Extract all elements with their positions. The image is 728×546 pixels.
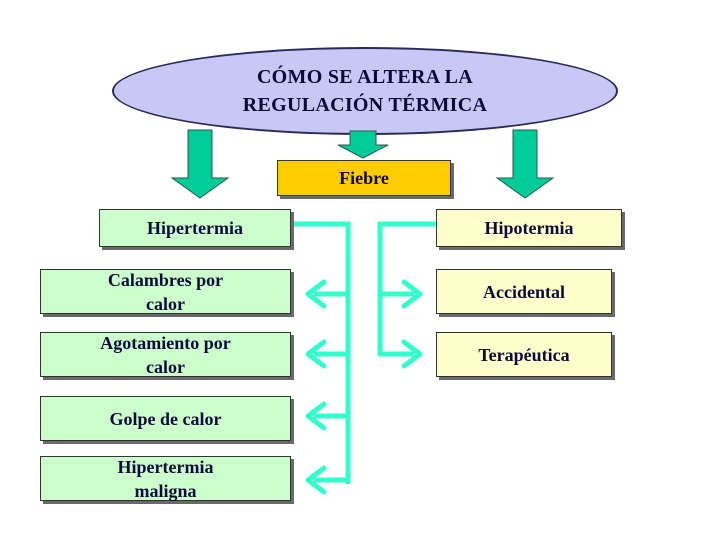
calambres-label: Calambres por calor xyxy=(107,269,224,314)
arrow-down-right-icon xyxy=(495,129,555,199)
accidental-box: Accidental xyxy=(436,269,612,314)
golpe-de-calor-box: Golpe de calor xyxy=(40,396,291,441)
right-chevrons xyxy=(401,279,423,369)
terapeutica-label: Terapéutica xyxy=(478,344,570,365)
arrow-down-left-icon xyxy=(170,129,230,199)
diagram-title: CÓMO SE ALTERA LA REGULACIÓN TÉRMICA xyxy=(242,66,488,116)
terapeutica-box: Terapéutica xyxy=(436,332,612,377)
title-ellipse: CÓMO SE ALTERA LA REGULACIÓN TÉRMICA xyxy=(112,47,618,135)
hipotermia-header-label: Hipotermia xyxy=(484,218,574,238)
chevron-left-icon xyxy=(305,465,327,495)
fiebre-box: Fiebre xyxy=(277,160,451,196)
chevron-left-icon xyxy=(305,401,327,431)
chevron-right-icon xyxy=(401,279,423,309)
calambres-box: Calambres por calor xyxy=(40,269,291,314)
agotamiento-label: Agotamiento por calor xyxy=(100,332,231,377)
hipertermia-header-label: Hipertermia xyxy=(147,218,243,238)
left-bracket xyxy=(292,221,351,484)
hipertermia-header-box: Hipertermia xyxy=(99,209,291,247)
chevron-right-icon xyxy=(401,339,423,369)
left-chevrons xyxy=(305,279,327,495)
chevron-left-icon xyxy=(305,339,327,369)
hipertermia-maligna-box: Hipertermia maligna xyxy=(40,456,291,501)
golpe-de-calor-label: Golpe de calor xyxy=(109,408,222,429)
agotamiento-box: Agotamiento por calor xyxy=(40,332,291,377)
hipotermia-header-box: Hipotermia xyxy=(436,209,622,247)
chevron-left-icon xyxy=(305,279,327,309)
accidental-label: Accidental xyxy=(483,281,565,302)
fiebre-label: Fiebre xyxy=(339,168,389,188)
arrow-down-center-icon xyxy=(337,130,389,159)
right-bracket xyxy=(377,221,436,357)
hipertermia-maligna-label: Hipertermia maligna xyxy=(117,456,214,501)
